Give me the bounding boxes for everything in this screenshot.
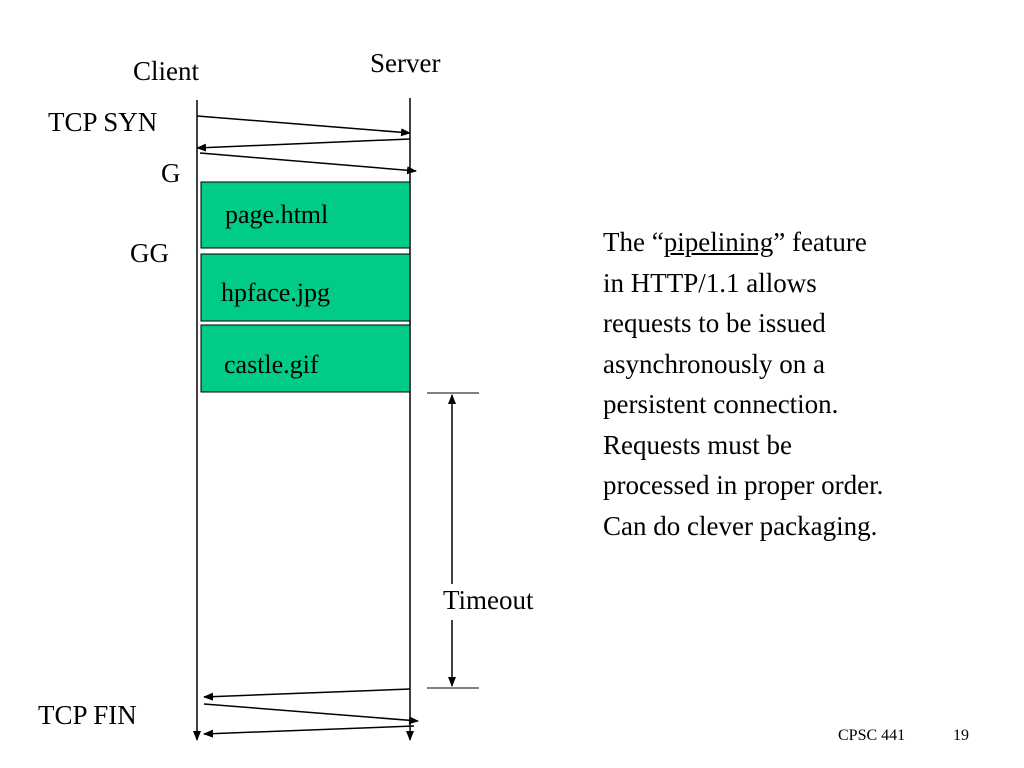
response-box-page xyxy=(200,181,411,249)
description-line-7: Can do clever packaging. xyxy=(603,510,878,541)
description-line-1: in HTTP/1.1 allows xyxy=(603,267,817,298)
tcp-syn-label: TCP SYN xyxy=(48,107,158,137)
pipelining-term: pipelining xyxy=(663,227,774,257)
timeout-label: Timeout xyxy=(443,585,534,615)
description-line-5: Requests must be xyxy=(603,429,792,460)
description-line-2: requests to be issued xyxy=(603,308,826,338)
g-label: G xyxy=(161,158,181,188)
box-label-castle: castle.gif xyxy=(224,350,319,379)
syn-arrow xyxy=(196,115,411,137)
box-label-hpface: hpface.jpg xyxy=(221,278,331,307)
response-box-hpface xyxy=(200,253,411,322)
footer-page-number: 19 xyxy=(953,727,969,744)
description-pre: The “ xyxy=(603,227,664,257)
fin-arrow-2 xyxy=(203,703,419,725)
description-post: ” feature xyxy=(773,227,867,257)
fin-arrow-1 xyxy=(203,688,411,701)
get-arrow xyxy=(199,152,417,175)
box-label-page: page.html xyxy=(225,200,329,229)
description-line-0: The “pipelining” feature xyxy=(603,222,1003,263)
pipelining-description: The “pipelining” feature in HTTP/1.1 all… xyxy=(603,222,1003,546)
synack-arrow xyxy=(196,138,411,152)
description-line-6: processed in proper order. xyxy=(603,470,884,500)
tcp-fin-label: TCP FIN xyxy=(38,700,137,730)
fin-arrow-3 xyxy=(203,725,415,738)
description-line-4: persistent connection. xyxy=(603,389,839,419)
gg-label: GG xyxy=(130,238,169,268)
description-line-3: asynchronously on a xyxy=(603,348,825,379)
client-label: Client xyxy=(133,56,199,86)
footer-course: CPSC 441 xyxy=(838,727,906,744)
response-box-castle xyxy=(200,324,411,393)
server-label: Server xyxy=(370,48,441,78)
